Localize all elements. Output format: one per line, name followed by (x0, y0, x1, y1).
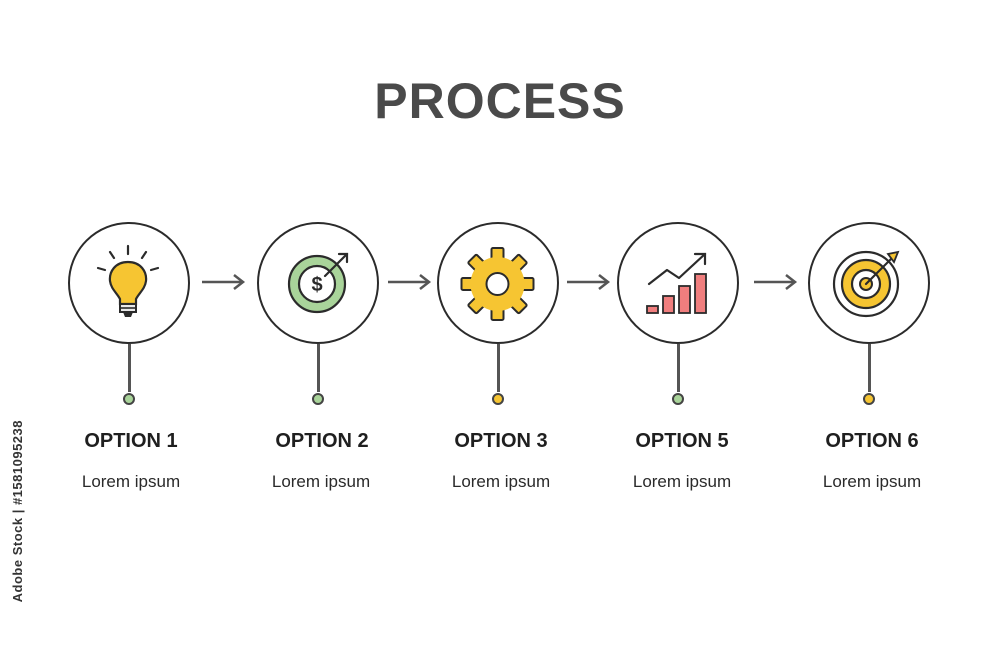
dollar-target-icon: $ (287, 252, 349, 314)
step-5-label: OPTION 6 (825, 430, 919, 452)
gear-icon (460, 247, 535, 321)
page-title: PROCESS (374, 73, 626, 129)
step-2-dot (312, 393, 324, 405)
step-1-dot (123, 393, 135, 405)
step-2-connector (317, 344, 320, 392)
step-1-circle (68, 222, 190, 344)
step-2-description: Lorem ipsum (271, 472, 371, 491)
step-1-label: OPTION 1 (84, 430, 178, 452)
step-5-description: Lorem ipsum (822, 472, 922, 491)
step-3-dot (492, 393, 504, 405)
step-2-circle: $ (257, 222, 379, 344)
stock-id-text: Adobe Stock | #1581095238 (10, 420, 25, 603)
step-4-dot (672, 393, 684, 405)
step-3-connector (497, 344, 500, 392)
svg-text:$: $ (311, 274, 322, 296)
step-4-connector (677, 344, 680, 392)
step-2-label: OPTION 2 (275, 430, 369, 452)
step-4-label: OPTION 5 (635, 430, 729, 452)
arrow-right-icon (567, 274, 611, 290)
step-3-label: OPTION 3 (454, 430, 548, 452)
step-1-description: Lorem ipsum (81, 472, 181, 491)
step-5-dot (863, 393, 875, 405)
step-4-description: Lorem ipsum (632, 472, 732, 491)
step-5-connector (868, 344, 871, 392)
step-4-circle (617, 222, 739, 344)
step-3-description: Lorem ipsum (451, 472, 551, 491)
arrow-right-icon (388, 274, 432, 290)
bullseye-icon (832, 250, 900, 318)
arrow-right-icon (754, 274, 798, 290)
growth-chart-icon (646, 252, 707, 314)
step-3-circle (437, 222, 559, 344)
step-5-circle (808, 222, 930, 344)
arrow-right-icon (202, 274, 246, 290)
step-1-connector (128, 344, 131, 392)
lightbulb-icon (96, 244, 160, 317)
